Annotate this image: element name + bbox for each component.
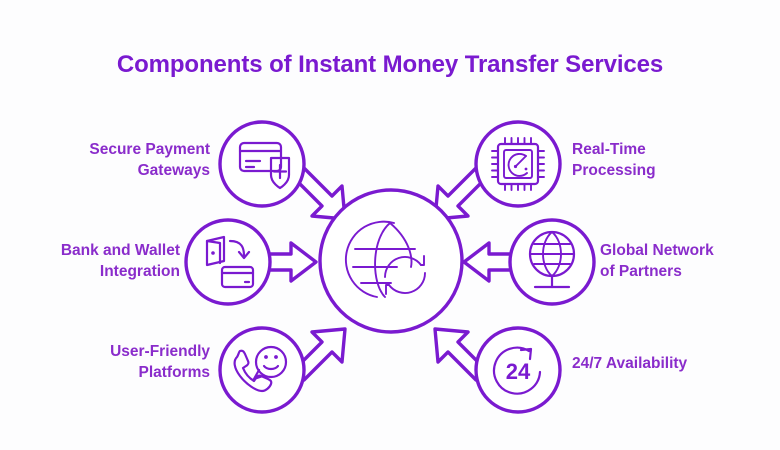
- node-247-availability[interactable]: 24: [474, 326, 562, 414]
- twentyfour-cycle-icon: 24: [492, 346, 542, 395]
- node-secure-payment-gateways[interactable]: [218, 120, 306, 208]
- node-user-friendly-platforms[interactable]: [218, 326, 306, 414]
- label-247-availability: 24/7 Availability: [572, 355, 688, 372]
- node-global-network-of-partners[interactable]: [508, 218, 596, 306]
- label-user-friendly-platforms: User-Friendly Platforms: [110, 343, 210, 381]
- center-node[interactable]: [318, 188, 464, 334]
- label-bank-and-wallet-integration: Bank and Wallet Integration: [60, 242, 180, 280]
- node-bank-and-wallet-integration[interactable]: [184, 218, 272, 306]
- label-real-time-processing: Real-Time Processing: [572, 141, 656, 179]
- chip-gauge-icon: [491, 137, 545, 191]
- label-global-network-of-partners: Global Network of Partners: [600, 242, 714, 280]
- globe-refresh-icon: [344, 220, 426, 298]
- phone-smiley-icon: [233, 345, 288, 393]
- card-shield-plus-icon: [238, 141, 291, 190]
- label-secure-payment-gateways: Secure Payment Gateways: [89, 141, 210, 179]
- wallet-card-icon: [205, 235, 255, 289]
- twentyfour-icon-text: 24: [506, 359, 531, 384]
- globe-stand-icon: [528, 230, 576, 289]
- page-title: Components of Instant Money Transfer Ser…: [116, 51, 664, 78]
- node-real-time-processing[interactable]: [474, 120, 562, 208]
